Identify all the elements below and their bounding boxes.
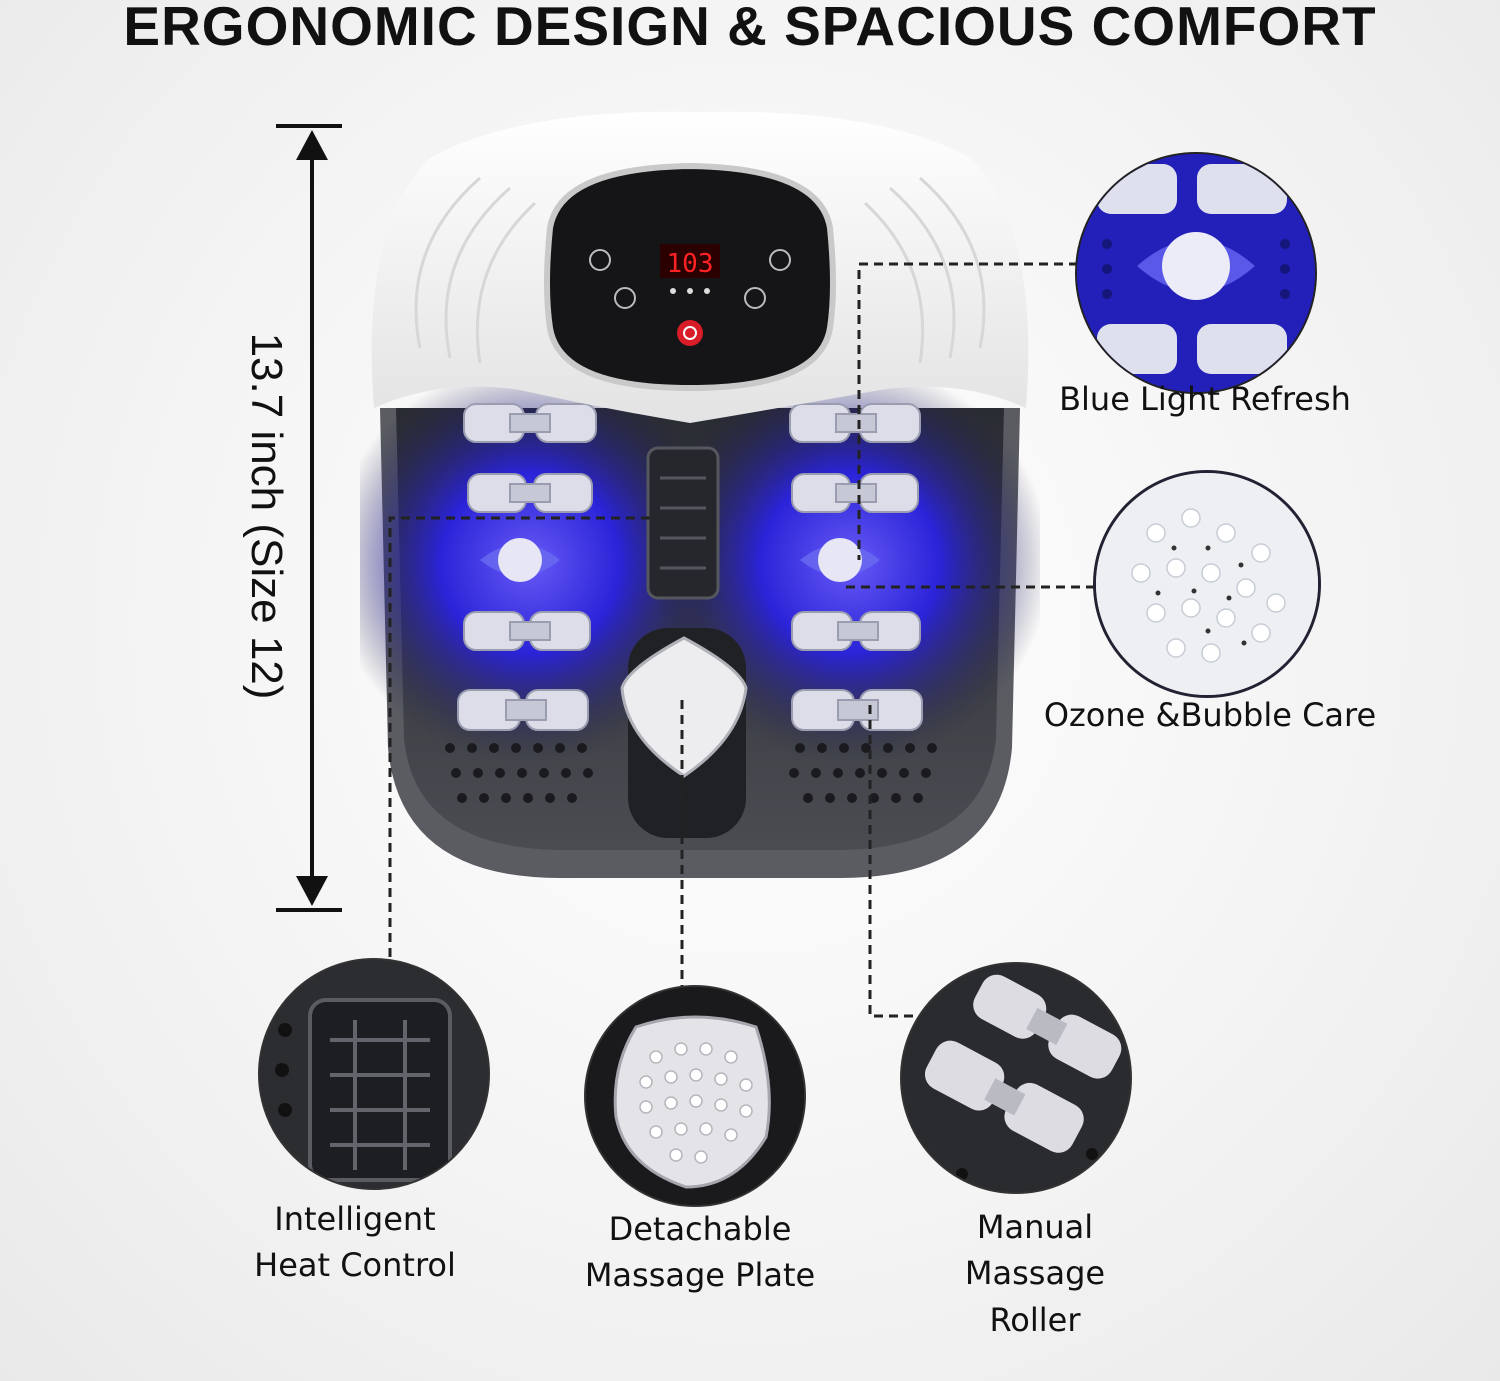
roller-closeup <box>900 962 1132 1194</box>
massage-plate-label: Detachable Massage Plate <box>584 1210 816 1295</box>
display-readout: 103 <box>667 249 714 279</box>
blue-light-label: Blue Light Refresh <box>1059 380 1351 418</box>
foot-spa-illustration: 103 <box>360 111 1040 878</box>
roller-label: Manual Massage Roller <box>964 1208 1106 1339</box>
dimension-arrow <box>276 124 342 912</box>
ozone-closeup <box>1093 470 1321 698</box>
ozone-label: Ozone &Bubble Care <box>1043 696 1377 734</box>
page-title: ERGONOMIC DESIGN & SPACIOUS COMFORT <box>123 0 1377 57</box>
massage-plate-closeup <box>584 985 806 1207</box>
heat-control-closeup <box>258 958 490 1190</box>
heat-control-label: Intelligent Heat Control <box>254 1200 456 1285</box>
blue-light-closeup <box>1075 152 1317 394</box>
